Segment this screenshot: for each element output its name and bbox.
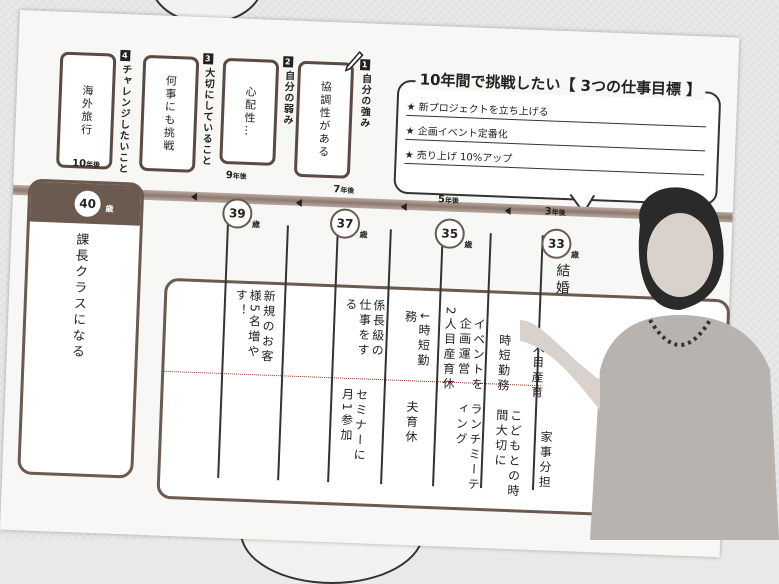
worksheet-board: 協調性がある 1自分の強み 心配性… 2自分の弱み 何事にも挑戦 3大切にしてい… xyxy=(0,10,740,558)
label-weakness: 2自分の弱み xyxy=(280,56,294,126)
label-challenge: 4チャレンジしたいこと xyxy=(115,49,131,175)
event-plan-event: イベントを企画運営 xyxy=(456,317,487,394)
event-new-customers: 新規のお客様5名増やす！ xyxy=(233,288,277,365)
event-short-hours-2: ↓時短勤務 xyxy=(403,309,432,370)
event-husband-leave: 夫育休 xyxy=(403,400,420,446)
weakness-box: 心配性… xyxy=(219,57,280,166)
event-seminar: セミナーに月1参加 xyxy=(338,387,369,464)
value-box: 何事にも挑戦 xyxy=(138,54,200,173)
event-short-hours-1: 時短勤務 xyxy=(495,333,512,395)
challenge-box: 海外旅行 xyxy=(55,51,117,170)
event-chief-work: 係長級の仕事をする xyxy=(343,297,387,360)
year-label-9: 9年後 xyxy=(225,170,247,182)
presenter-photo xyxy=(520,187,779,540)
age-marker-37: 37 xyxy=(329,208,361,240)
event-child-time: こどもとの時間大切に xyxy=(492,408,524,500)
arrow-left-icon xyxy=(190,192,198,201)
arrow-left-icon xyxy=(504,206,511,215)
age-marker-35: 35 xyxy=(434,218,466,250)
age-unit: 歳 xyxy=(464,240,473,250)
arrow-left-icon xyxy=(295,198,302,207)
event-lunch-meeting: ランチミーティング xyxy=(453,401,484,494)
age-marker-39: 39 xyxy=(221,197,253,230)
age-unit: 歳 xyxy=(359,230,368,240)
age-unit: 歳 xyxy=(105,204,114,214)
age-unit: 歳 xyxy=(251,220,261,230)
strength-box: 協調性がある xyxy=(293,60,355,179)
year-label-7: 7年後 xyxy=(333,184,355,196)
year-label-5: 5年後 xyxy=(437,194,460,206)
pencil-icon xyxy=(344,50,364,72)
year-label-10: 10年後 xyxy=(71,158,101,170)
label-value: 3大切にしていること xyxy=(199,53,214,167)
arrow-left-icon xyxy=(400,202,407,211)
goals-title: 10年間で挑戦したい【 3つの仕事目標 】 xyxy=(415,68,706,101)
